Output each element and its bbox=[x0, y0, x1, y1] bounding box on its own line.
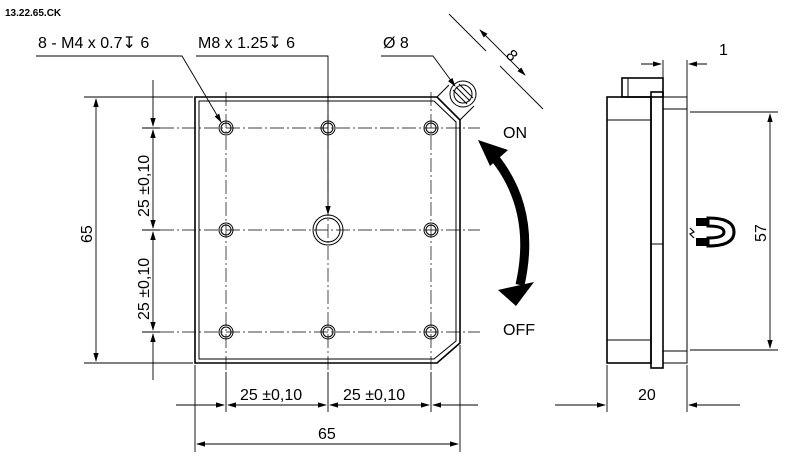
pin-offset-dim: 8 bbox=[502, 47, 520, 65]
label-off: OFF bbox=[503, 322, 535, 339]
dim-side-depth: 20 bbox=[638, 387, 656, 404]
dim-pitch-right: 25 ±0,10 bbox=[343, 387, 405, 404]
dim-pitch-lower: 25 ±0,10 bbox=[136, 258, 153, 320]
magnet-icon bbox=[688, 216, 736, 248]
callout-pin-diameter: Ø 8 bbox=[383, 35, 409, 52]
callout-center-hole: M8 x 1.25↧ 6 bbox=[198, 35, 295, 52]
side-view: 1 57 20 bbox=[555, 42, 778, 412]
callout-small-holes: 8 - M4 x 0.7↧ 6 bbox=[38, 35, 149, 52]
front-view: 8 - M4 x 0.7↧ 6 M8 x 1.25↧ 6 Ø 8 8 65 25… bbox=[36, 13, 544, 452]
dim-side-height: 57 bbox=[753, 224, 770, 242]
part-number: 13.22.65.CK bbox=[5, 8, 62, 19]
dim-pitch-left: 25 ±0,10 bbox=[240, 387, 302, 404]
label-on: ON bbox=[503, 125, 527, 142]
center-hole-m8 bbox=[312, 214, 344, 246]
threaded-holes-m4 bbox=[218, 120, 439, 340]
dim-lip-width: 1 bbox=[719, 42, 728, 59]
dim-height-left: 65 bbox=[79, 225, 96, 243]
dim-pitch-upper: 25 ±0,10 bbox=[136, 155, 153, 217]
switch-pin bbox=[436, 80, 477, 121]
plate-inner-edge bbox=[198, 100, 457, 360]
dim-width-bottom: 65 bbox=[318, 426, 336, 443]
rotation-arrow-icon bbox=[478, 140, 534, 306]
